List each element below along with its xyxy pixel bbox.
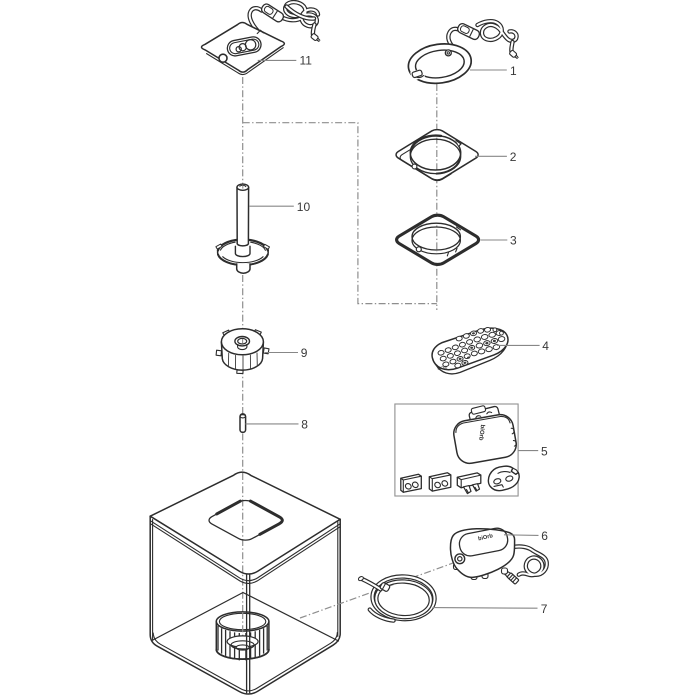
svg-text:3: 3 (510, 234, 517, 248)
svg-text:biOrb: biOrb (437, 364, 448, 371)
svg-text:6: 6 (541, 529, 548, 543)
svg-text:7: 7 (541, 602, 548, 616)
svg-text:5: 5 (541, 444, 548, 458)
svg-text:11: 11 (300, 54, 313, 68)
svg-text:1: 1 (510, 64, 517, 78)
svg-text:10: 10 (297, 200, 311, 214)
svg-text:biOrb: biOrb (478, 533, 494, 542)
svg-text:4: 4 (542, 339, 549, 353)
svg-text:biOrb: biOrb (477, 424, 485, 441)
svg-text:2: 2 (510, 150, 517, 164)
svg-text:8: 8 (301, 418, 308, 432)
svg-text:9: 9 (301, 346, 308, 360)
